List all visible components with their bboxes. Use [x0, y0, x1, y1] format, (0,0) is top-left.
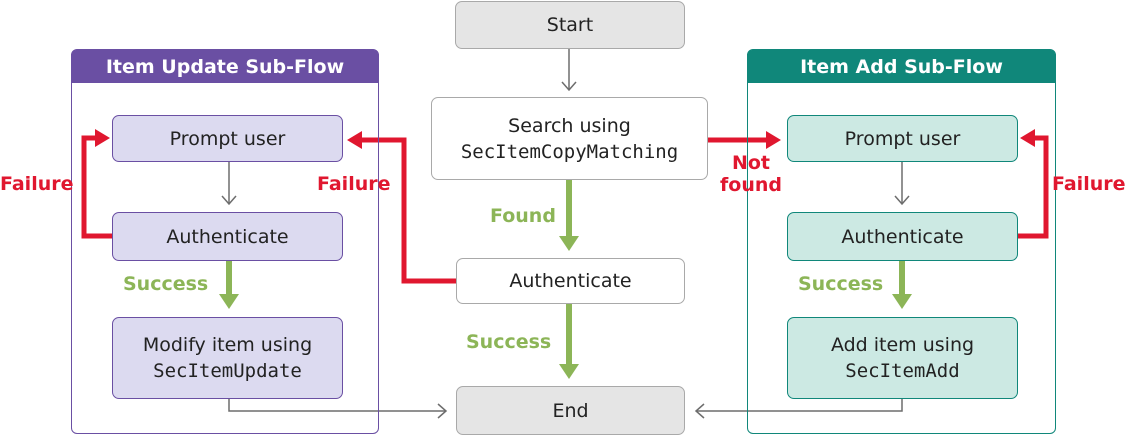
arrow-start-to-search — [561, 49, 577, 92]
search-api-code: SecItemCopyMatching — [460, 140, 679, 163]
modify-item-label: Modify item using — [142, 334, 313, 356]
arrow-add-prompt-to-authenticate — [894, 162, 910, 206]
add-subflow-title: Item Add Sub-Flow — [748, 50, 1055, 83]
arrow-add-success — [892, 261, 912, 309]
arrow-center-failure — [347, 131, 456, 284]
not-found-label-line1: Not — [731, 152, 771, 174]
arrow-update-failure — [81, 129, 112, 239]
not-found-label: Not found — [715, 152, 787, 196]
found-label: Found — [490, 205, 556, 227]
update-prompt-node: Prompt user — [112, 115, 343, 162]
arrow-update-prompt-to-authenticate — [221, 162, 237, 206]
add-prompt-node: Prompt user — [787, 115, 1018, 162]
center-authenticate-label: Authenticate — [509, 270, 632, 292]
modify-item-api-code: SecItemUpdate — [153, 360, 302, 382]
arrow-center-success — [559, 304, 579, 379]
add-authenticate-node: Authenticate — [787, 212, 1018, 261]
center-authenticate-node: Authenticate — [456, 258, 685, 304]
update-authenticate-node: Authenticate — [112, 212, 343, 261]
update-failure-label: Failure — [0, 173, 74, 195]
add-failure-label: Failure — [1052, 173, 1126, 195]
modify-item-node: Modify item using SecItemUpdate — [112, 317, 343, 399]
add-authenticate-label: Authenticate — [841, 225, 964, 248]
add-subflow-panel: Item Add Sub-Flow — [747, 49, 1056, 434]
end-label: End — [552, 399, 589, 422]
search-label: Search using — [508, 114, 631, 137]
center-success-label: Success — [466, 331, 552, 353]
update-prompt-label: Prompt user — [169, 127, 286, 150]
update-authenticate-label: Authenticate — [166, 225, 289, 248]
not-found-label-line2: found — [720, 174, 782, 196]
update-subflow-panel: Item Update Sub-Flow — [71, 49, 379, 434]
update-success-label: Success — [123, 273, 209, 295]
search-node: Search using SecItemCopyMatching — [431, 97, 708, 180]
start-node: Start — [455, 1, 685, 49]
add-success-label: Success — [798, 273, 884, 295]
add-item-label: Add item using — [830, 334, 975, 356]
update-subflow-title: Item Update Sub-Flow — [72, 50, 378, 83]
arrow-add-failure — [1018, 129, 1049, 239]
arrow-found — [559, 180, 579, 251]
center-failure-label: Failure — [317, 173, 391, 195]
arrow-add-to-end — [694, 399, 903, 419]
arrow-modify-to-end — [228, 399, 448, 419]
add-item-node: Add item using SecItemAdd — [787, 317, 1018, 399]
arrow-not-found — [708, 131, 781, 149]
add-item-api-code: SecItemAdd — [845, 360, 960, 382]
arrow-update-success — [219, 261, 239, 309]
end-node: End — [456, 386, 685, 435]
start-label: Start — [546, 14, 594, 36]
add-prompt-label: Prompt user — [844, 127, 961, 150]
